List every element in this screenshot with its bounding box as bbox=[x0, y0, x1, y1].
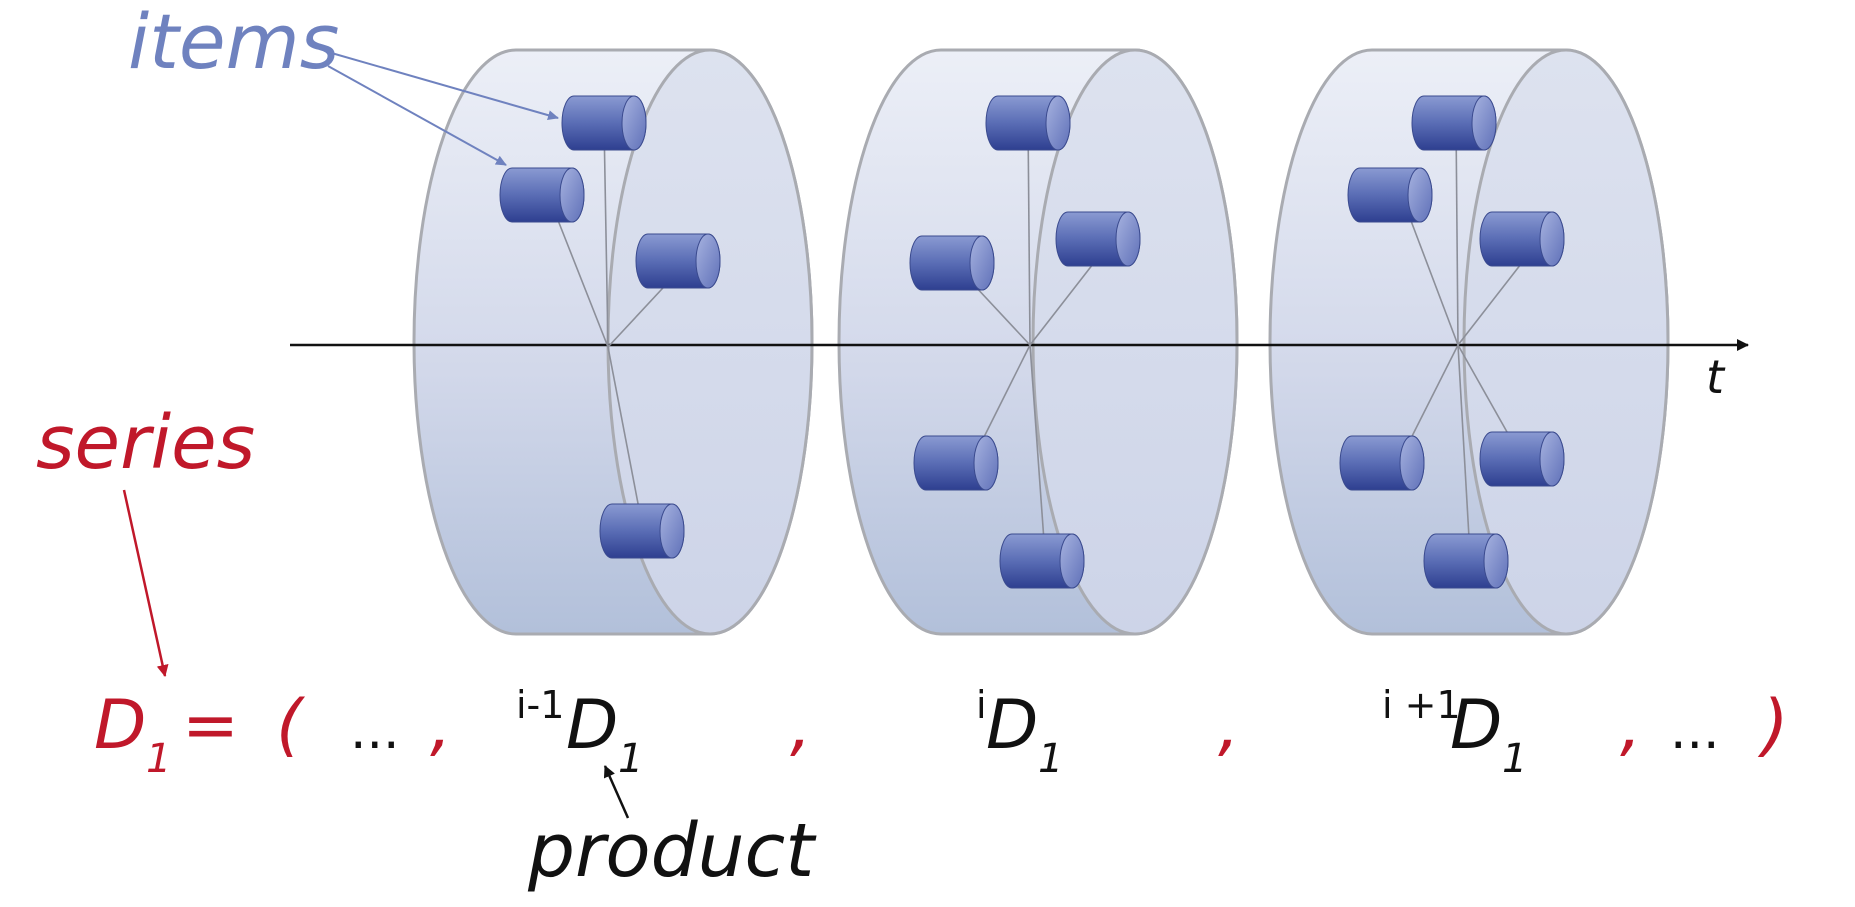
term-current-symbol: D bbox=[986, 686, 1038, 765]
formula-ellipsis-left: ... bbox=[350, 701, 400, 761]
term-current-subscript: 1 bbox=[1038, 736, 1063, 782]
item-next-1 bbox=[1411, 95, 1497, 151]
formula-comma-3: , bbox=[1218, 686, 1240, 765]
term-previous-symbol: D bbox=[566, 686, 618, 765]
term-next-symbol: D bbox=[1450, 686, 1502, 765]
item-next-3 bbox=[1479, 211, 1565, 267]
item-next-4 bbox=[1339, 435, 1425, 491]
term-previous-subscript: 1 bbox=[618, 736, 643, 782]
item-current-5 bbox=[999, 533, 1085, 589]
item-current-3 bbox=[1055, 211, 1141, 267]
items-label: items bbox=[128, 0, 339, 86]
term-previous-superscript: i-1 bbox=[516, 683, 564, 727]
formula-close-paren: ) bbox=[1757, 686, 1789, 765]
series-arrow bbox=[122, 489, 169, 677]
product-label: product bbox=[527, 808, 817, 894]
item-current-4 bbox=[913, 435, 999, 491]
item-previous-1 bbox=[561, 95, 647, 151]
item-next-6 bbox=[1423, 533, 1509, 589]
item-next-2 bbox=[1347, 167, 1433, 223]
formula-comma-1: , bbox=[430, 686, 452, 765]
series-formula: D 1 = ( ... , i-1 D 1 , i D 1 , i +1 D 1… bbox=[94, 683, 1789, 782]
formula-lhs-symbol: D bbox=[94, 686, 146, 765]
item-previous-4 bbox=[599, 503, 685, 559]
item-next-5 bbox=[1479, 431, 1565, 487]
items-layer bbox=[499, 95, 1565, 589]
formula-comma-4: , bbox=[1620, 686, 1642, 765]
term-current-superscript: i bbox=[976, 683, 987, 727]
item-previous-3 bbox=[635, 233, 721, 289]
term-next-superscript: i +1 bbox=[1382, 683, 1461, 727]
formula-open-paren: ( bbox=[276, 686, 306, 765]
formula-comma-2: , bbox=[790, 686, 812, 765]
series-label: series bbox=[36, 400, 255, 486]
formula-lhs-subscript: 1 bbox=[146, 736, 171, 782]
item-current-1 bbox=[985, 95, 1071, 151]
formula-ellipsis-right: ... bbox=[1670, 701, 1720, 761]
items-arrows bbox=[327, 51, 559, 166]
product-arrow bbox=[603, 765, 630, 819]
axis-label: t bbox=[1706, 350, 1726, 404]
item-previous-2 bbox=[499, 167, 585, 223]
item-current-2 bbox=[909, 235, 995, 291]
formula-equals: = bbox=[182, 686, 239, 765]
term-next-subscript: 1 bbox=[1502, 736, 1527, 782]
